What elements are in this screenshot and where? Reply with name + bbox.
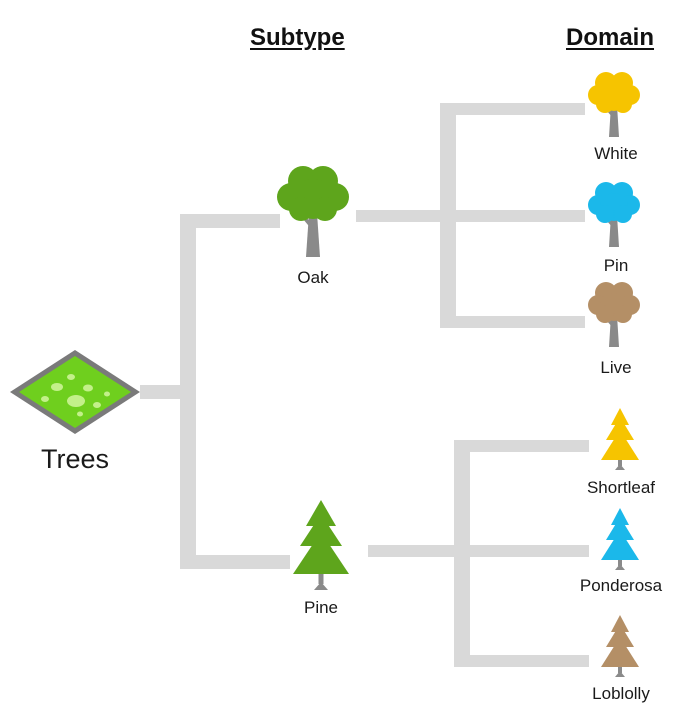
connector-to-loblolly [454,655,589,667]
root-label: Trees [40,444,109,474]
pine-tree-icon [293,500,349,590]
domain-header: Domain [566,24,655,51]
connector-lines [140,103,589,667]
connector-root-vertical [180,214,196,569]
domain-label-white: White [594,144,638,163]
connector-to-pin [440,210,585,222]
subtype-label-oak: Oak [297,268,329,287]
pine-tree-icon-shortleaf [601,408,639,470]
deciduous-tree-icon-white [588,72,640,137]
deciduous-tree-icon-live [588,282,640,347]
connector-oak-stem [356,210,446,222]
subtype-header: Subtype [250,24,345,51]
subtype-label-pine: Pine [303,598,339,617]
domain-label-loblolly: Loblolly [592,684,650,703]
connector-to-pine [180,555,290,569]
connector-to-shortleaf [454,440,589,452]
domain-label-shortleaf: Shortleaf [586,478,656,497]
oak-tree-icon [277,166,349,257]
grass-layer-icon [10,350,140,434]
connector-to-ponderosa [454,545,589,557]
domain-label-live: Live [600,358,632,377]
connector-pine-stem [368,545,460,557]
connector-to-live [440,316,585,328]
deciduous-tree-icon-pin [588,182,640,247]
domain-label-pin: Pin [603,256,629,275]
pine-tree-icon-loblolly [601,615,639,677]
connector-root-stem [140,385,186,399]
domain-label-ponderosa: Ponderosa [579,576,663,595]
connector-to-white [440,103,585,115]
connector-to-oak [180,214,280,228]
pine-tree-icon-ponderosa [601,508,639,570]
